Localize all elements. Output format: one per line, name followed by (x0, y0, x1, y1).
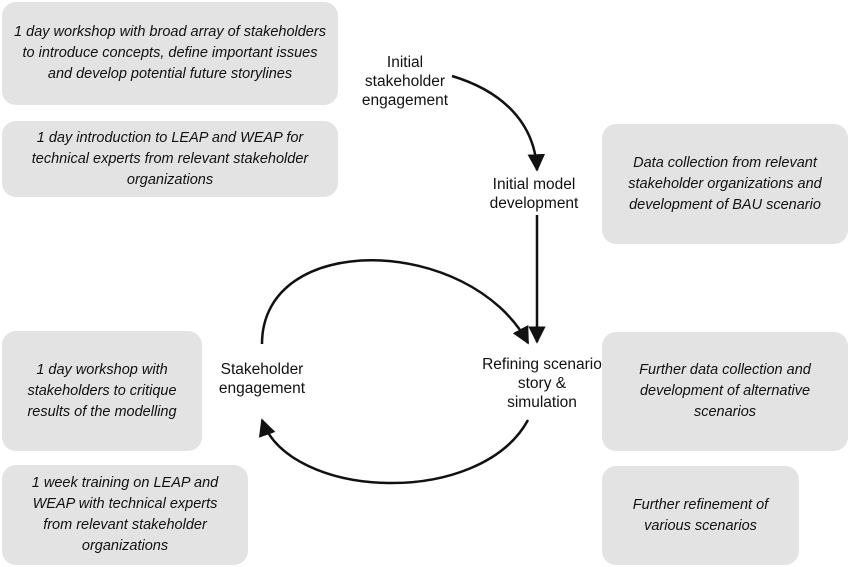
node-initial-model-development: Initial model development (489, 176, 579, 212)
arrow-engagement-to-model (451, 74, 546, 172)
box-further-refinement: Further refinement of various scenarios (602, 466, 799, 565)
box-leap-weap-intro: 1 day introduction to LEAP and WEAP for … (2, 121, 338, 197)
node-stakeholder-engagement: Stakeholder engagement (218, 361, 306, 397)
arrow-refining-to-engagement (258, 418, 530, 485)
box-workshop-critique: 1 day workshop with stakeholders to crit… (2, 331, 202, 451)
arrow-engagement-to-refining (260, 259, 530, 345)
box-data-collection: Data collection from relevant stakeholde… (602, 124, 848, 244)
node-refining-scenario: Refining scenario story & simulation (482, 356, 602, 411)
box-workshop-intro: 1 day workshop with broad array of stake… (2, 2, 338, 105)
box-week-training: 1 week training on LEAP and WEAP with te… (2, 465, 248, 565)
box-further-data: Further data collection and development … (602, 332, 848, 451)
node-initial-stakeholder-engagement: Initial stakeholder engagement (361, 54, 449, 109)
